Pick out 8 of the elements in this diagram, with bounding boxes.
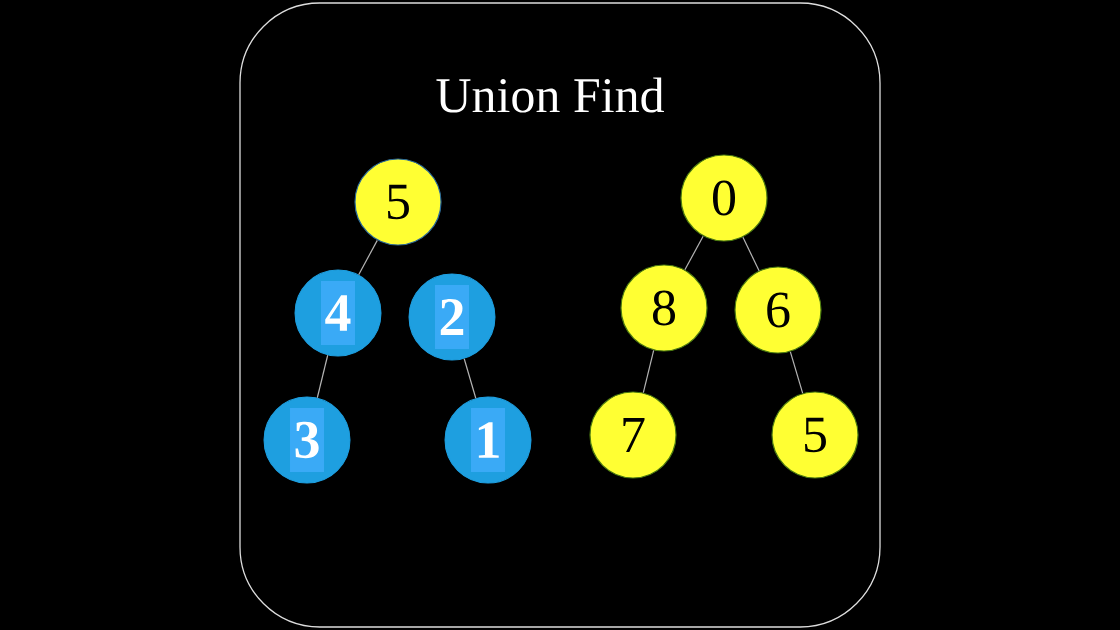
edge-line	[789, 351, 804, 394]
edge-line	[742, 236, 760, 272]
edge-line	[684, 235, 704, 271]
title: Union Find	[436, 77, 664, 113]
edge-line	[642, 349, 655, 394]
edge-line	[463, 358, 477, 399]
edge-line	[358, 239, 378, 276]
edge-line	[316, 354, 329, 399]
